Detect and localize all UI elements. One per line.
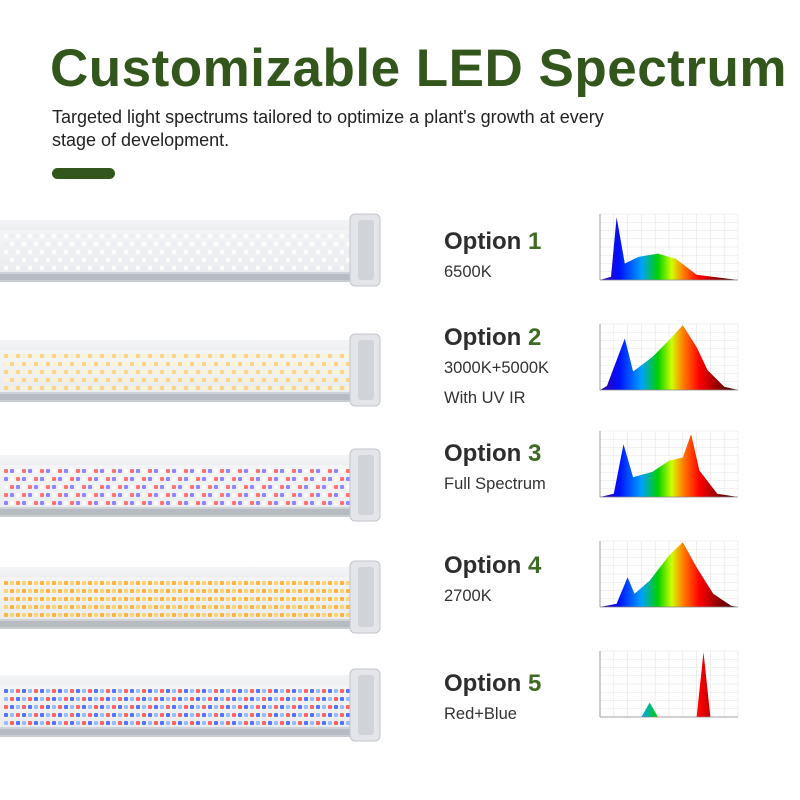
option-4-desc-line-1: 2700K — [444, 587, 492, 605]
option-1-desc-line-1: 6500K — [444, 263, 492, 281]
option-1-prefix: Option — [444, 228, 528, 255]
option-3-prefix: Option — [444, 440, 528, 467]
spectrum-graph-option-2 — [588, 318, 744, 404]
option-4-heading: Option 4 — [444, 552, 541, 580]
option-2-desc-line-1: 3000K+5000K — [444, 359, 550, 377]
page-title: Customizable LED Spectrum — [50, 39, 787, 98]
option-3: Option 3 Full Spectrum — [444, 440, 546, 496]
option-2-desc-line-2: With UV IR — [444, 389, 526, 407]
option-2-heading: Option 2 — [444, 324, 549, 352]
option-3-desc-line-1: Full Spectrum — [444, 475, 546, 493]
spectrum-graph-option-3 — [588, 425, 744, 511]
led-tube-option-2 — [0, 320, 400, 410]
led-tube-option-4 — [0, 547, 400, 637]
led-tube-option-1 — [0, 200, 400, 290]
led-tube-option-5 — [0, 655, 400, 745]
option-3-heading: Option 3 — [444, 440, 546, 468]
option-5: Option 5 Red+Blue — [444, 670, 541, 726]
led-tube-option-3 — [0, 435, 400, 525]
spectrum-graph-option-1 — [588, 208, 744, 294]
option-2: Option 2 3000K+5000K With UV IR — [444, 324, 549, 410]
page-subtitle: Targeted light spectrums tailored to opt… — [52, 107, 604, 150]
option-1-heading: Option 1 — [444, 228, 541, 256]
option-4: Option 4 2700K — [444, 552, 541, 608]
option-3-number: 3 — [527, 440, 542, 467]
option-5-desc-line-1: Red+Blue — [444, 705, 517, 723]
option-5-heading: Option 5 — [444, 670, 541, 698]
option-1-number: 1 — [527, 228, 542, 255]
accent-bar — [52, 168, 115, 179]
option-2-number: 2 — [527, 324, 542, 351]
option-4-prefix: Option — [444, 552, 528, 579]
option-2-prefix: Option — [444, 324, 528, 351]
spectrum-graph-option-5 — [588, 645, 744, 731]
option-1: Option 1 6500K — [444, 228, 541, 284]
option-5-prefix: Option — [444, 670, 528, 697]
option-4-number: 4 — [527, 552, 542, 579]
spectrum-graph-option-4 — [588, 535, 744, 621]
option-5-number: 5 — [527, 670, 542, 697]
